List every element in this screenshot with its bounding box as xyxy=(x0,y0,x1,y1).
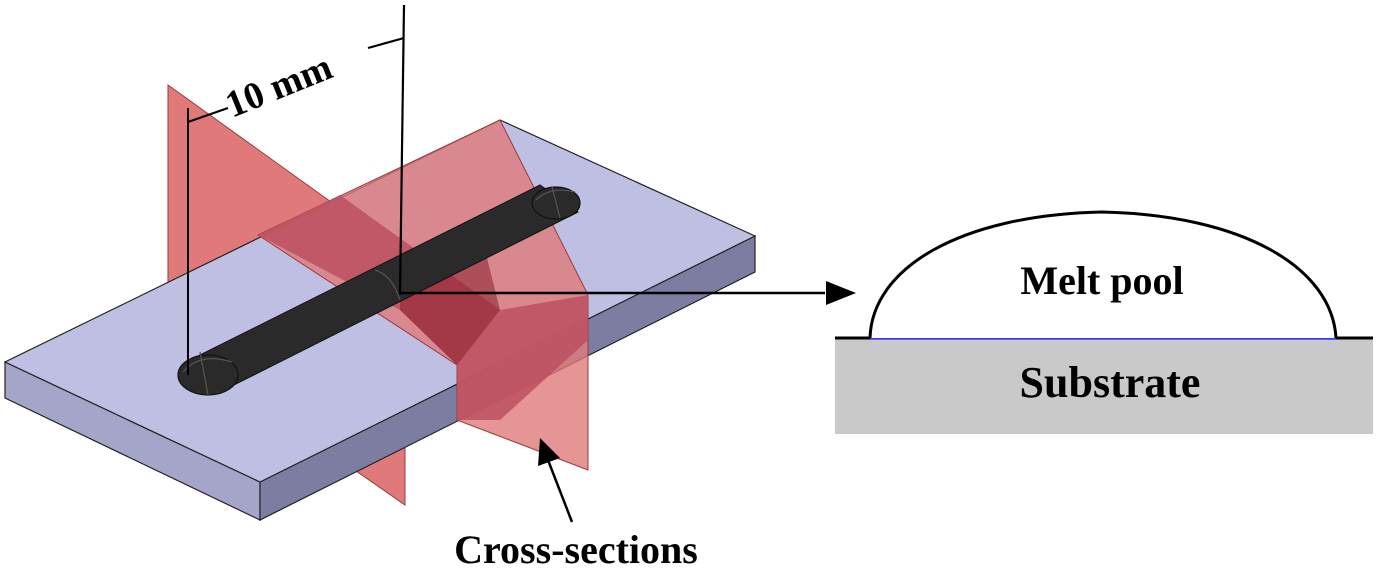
cross-sections-label: Cross-sections xyxy=(454,527,698,569)
melt-pool-outline xyxy=(868,210,1338,339)
substrate-block xyxy=(835,338,1373,434)
specimen-3d: 10 mm xyxy=(3,4,856,523)
dimension-bracket-left xyxy=(187,106,229,124)
melt-pool-label: Melt pool xyxy=(1020,258,1183,303)
track-end-cap-front-detail xyxy=(182,351,233,396)
dimension-label: 10 mm xyxy=(220,46,338,126)
cross-section-view: Melt pool Substrate xyxy=(835,210,1373,434)
deposited-track xyxy=(177,184,581,396)
track-end-cap-back-detail xyxy=(535,186,576,219)
dimension-line-right xyxy=(398,4,406,296)
track-section-break xyxy=(374,269,401,301)
cross-section-pointer-line xyxy=(546,459,574,523)
section-to-view-arrowhead xyxy=(826,281,856,305)
dimension-bracket-right xyxy=(367,36,405,50)
cross-section-pointer-arrowhead xyxy=(538,438,560,466)
substrate-label: Substrate xyxy=(1020,358,1201,407)
